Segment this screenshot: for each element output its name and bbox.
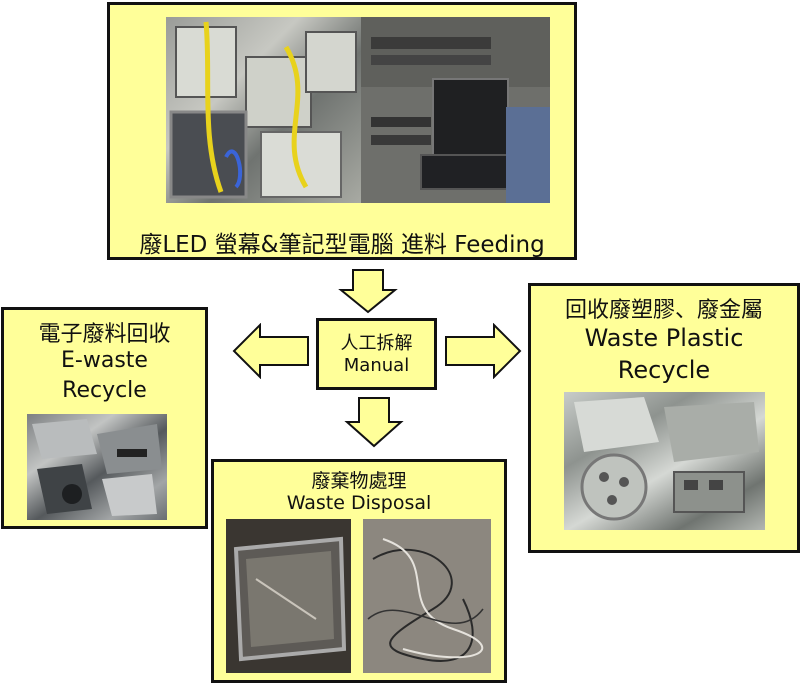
plastic-label-en-2: Recycle — [617, 356, 711, 384]
plastic-metal-scrap-photo — [564, 392, 765, 530]
arrow-down-to-manual — [338, 269, 398, 314]
ewaste-label-en-1: E-waste — [61, 348, 148, 373]
plastic-recycle-box: 回收廢塑膠、廢金屬 Waste Plastic Recycle — [528, 283, 800, 553]
arrow-right-to-plastic — [445, 323, 522, 379]
ewaste-box: 電子廢料回收 E-waste Recycle — [1, 307, 208, 529]
disposal-label-en: Waste Disposal — [286, 492, 432, 514]
plastic-label-en-1: Waste Plastic — [584, 324, 744, 352]
manual-box: 人工拆解 Manual — [316, 318, 437, 390]
e-waste-scrap-photo — [27, 414, 167, 520]
arrow-down-to-disposal — [344, 397, 404, 448]
waste-disposal-box: 廢棄物處理 Waste Disposal — [211, 459, 507, 683]
waste-monitors-photo — [166, 17, 361, 203]
ewaste-label-en-2: Recycle — [62, 378, 147, 403]
disposal-label-zh: 廢棄物處理 — [311, 470, 407, 492]
laptop-stack-photo — [361, 17, 550, 203]
manual-label-zh: 人工拆解 — [340, 333, 413, 354]
ewaste-label-zh: 電子廢料回收 — [38, 322, 171, 347]
screen-panel-photo — [226, 519, 351, 673]
feeding-label: 廢LED 螢幕&筆記型電腦 進料 Feeding — [139, 232, 545, 258]
feeding-box: 廢LED 螢幕&筆記型電腦 進料 Feeding — [107, 2, 577, 260]
plastic-label-zh: 回收廢塑膠、廢金屬 — [564, 298, 763, 323]
arrow-left-to-ewaste — [232, 323, 309, 379]
manual-label-en: Manual — [343, 355, 410, 376]
cable-scrap-photo — [363, 519, 491, 673]
